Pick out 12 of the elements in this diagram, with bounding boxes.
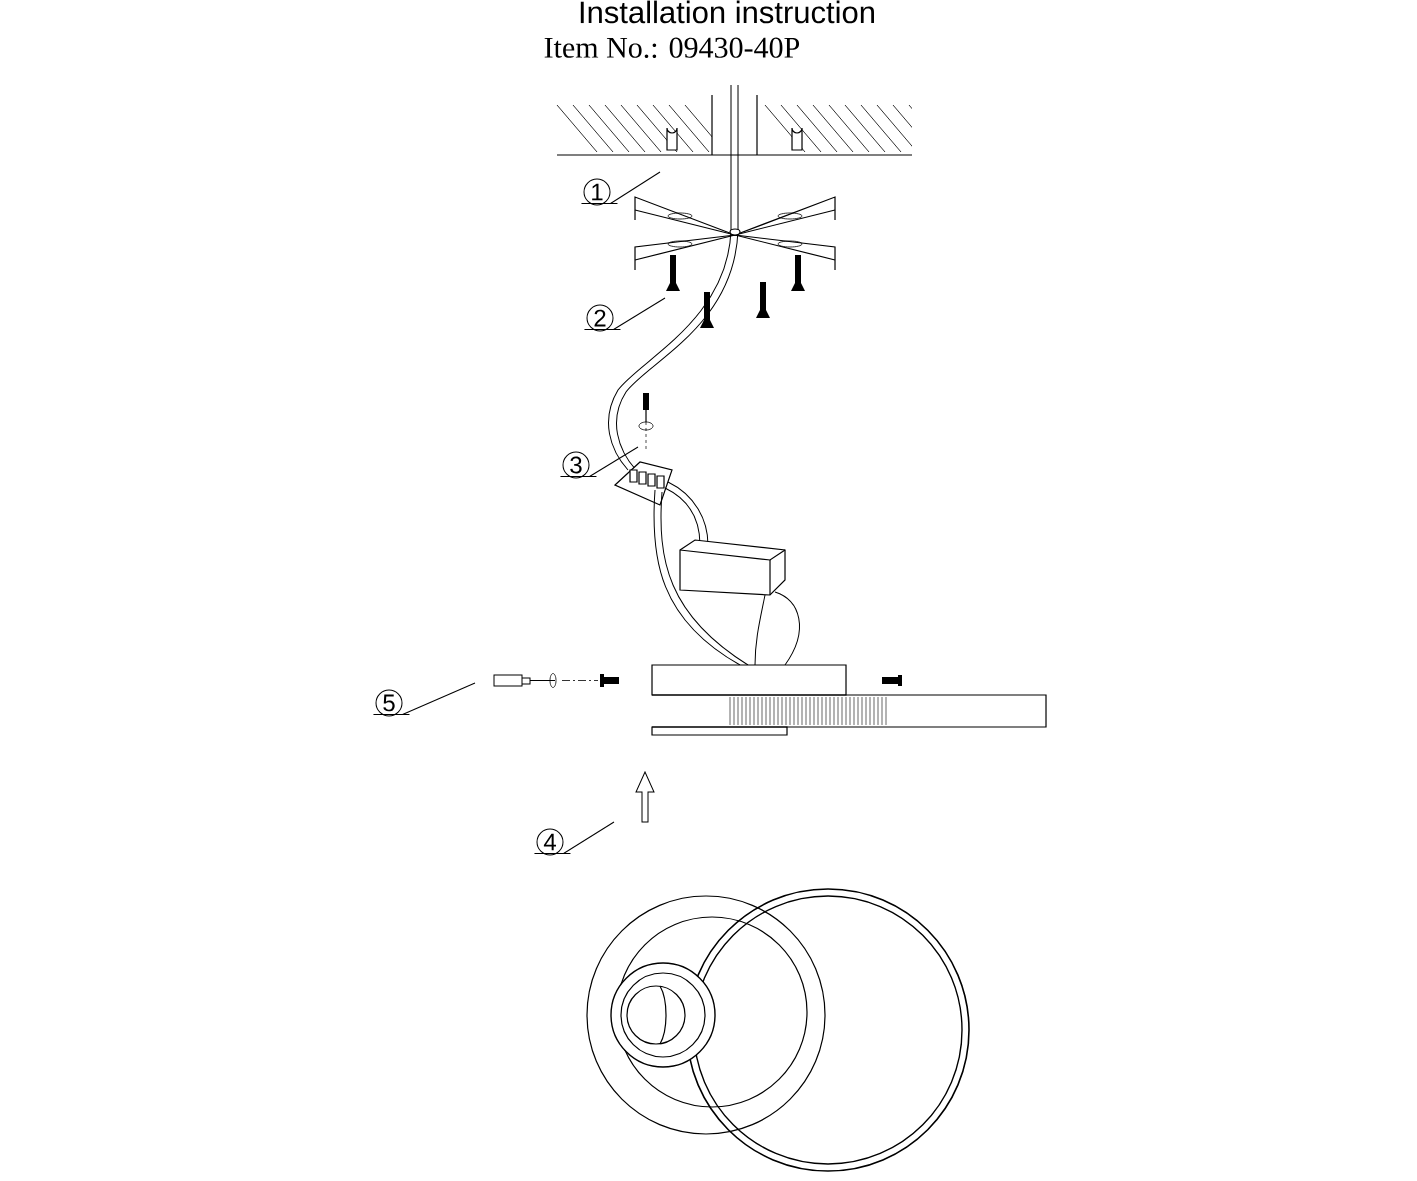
callout-number: 2	[586, 304, 614, 332]
title: Installation instruction	[580, 0, 874, 24]
callout-number: 3	[562, 451, 590, 479]
callout-number: 5	[375, 689, 403, 717]
callout-number: 1	[583, 178, 611, 206]
leader-line	[613, 297, 666, 331]
leader-line	[402, 682, 476, 716]
leader-line	[589, 446, 639, 478]
callout-number: 4	[536, 828, 564, 856]
item-number: Item No.: 09430-40P	[544, 37, 800, 58]
leader-line	[563, 821, 615, 855]
leader-line	[610, 171, 661, 205]
